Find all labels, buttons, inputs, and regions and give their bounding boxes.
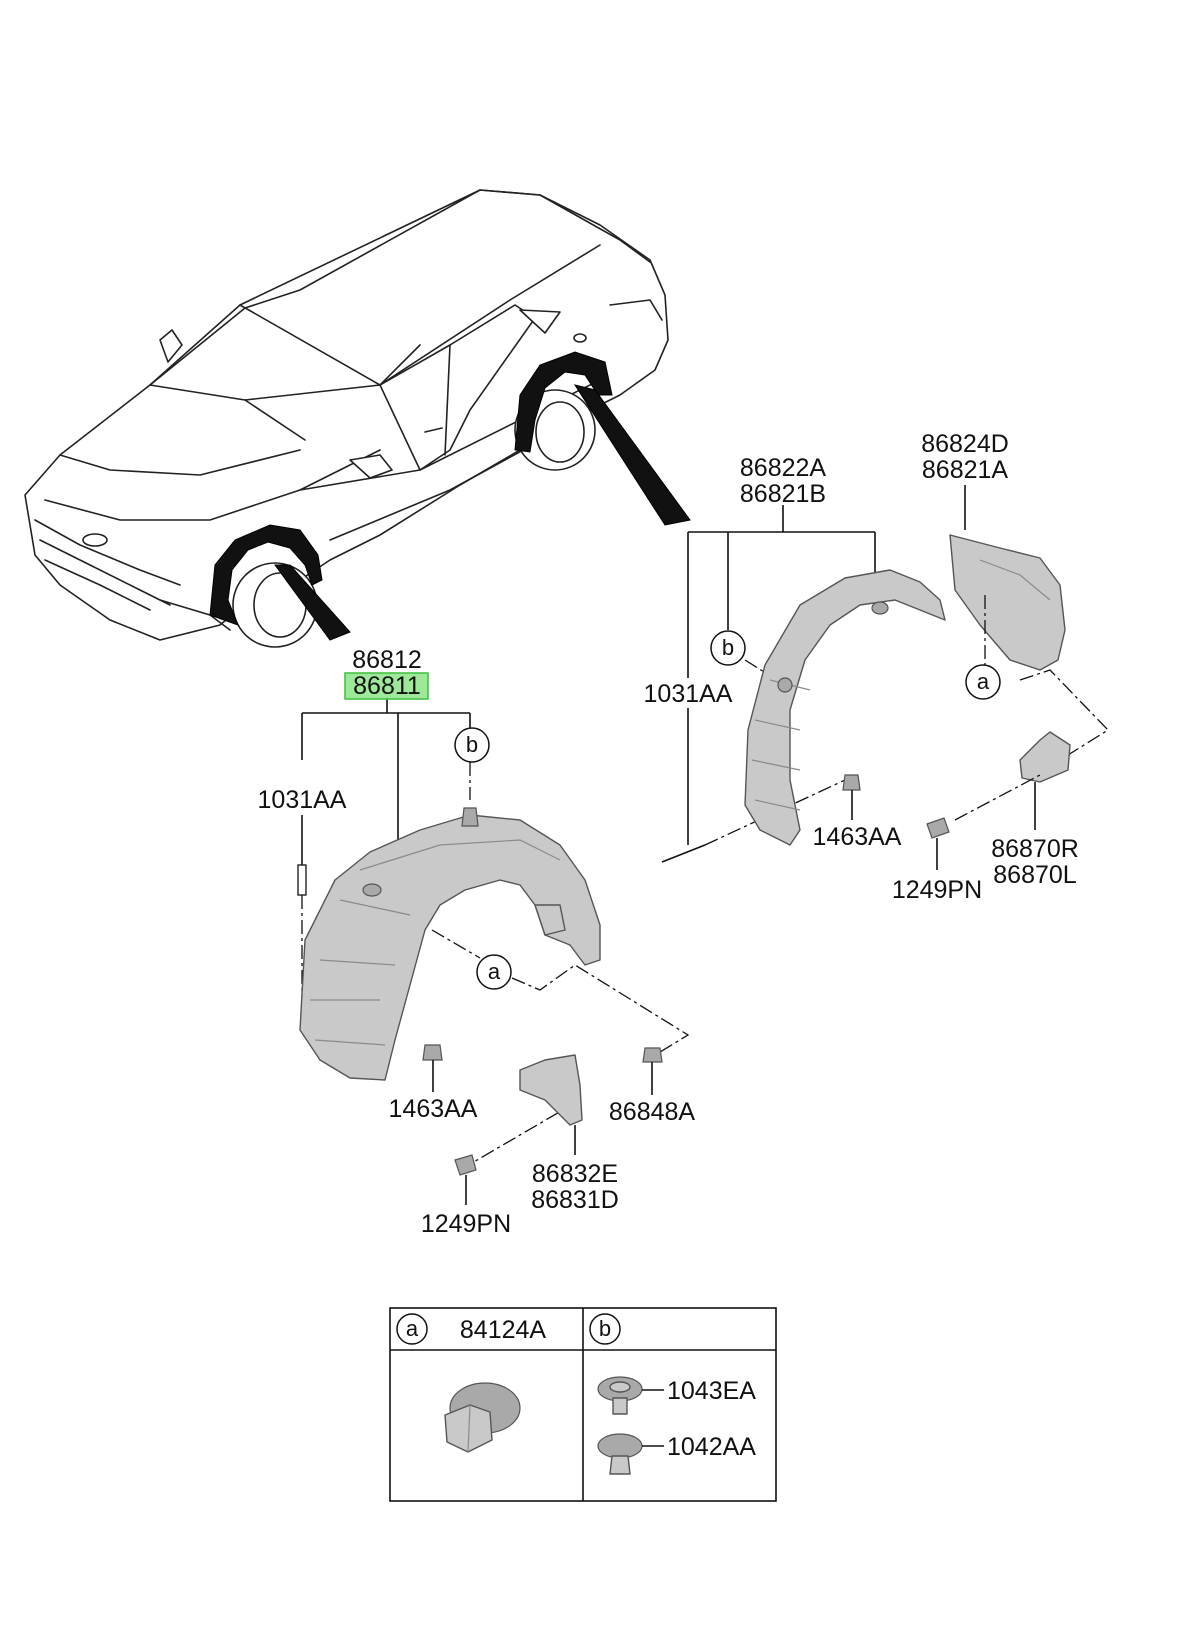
callout-b-rear: b <box>722 635 734 660</box>
label-front-selected[interactable]: 86811 <box>353 672 421 700</box>
car-illustration <box>24 189 691 648</box>
legend-a-part[interactable]: 84124A <box>460 1316 547 1344</box>
legend-b-key: b <box>599 1316 611 1341</box>
label-rear-cover-2[interactable]: 86821A <box>922 456 1009 484</box>
label-front-nut[interactable]: 86848A <box>609 1098 696 1126</box>
rear-pin-icon <box>661 844 706 863</box>
legend-a-key: a <box>406 1316 419 1341</box>
front-pin-icon <box>297 864 307 896</box>
callout-a-rear: a <box>977 669 990 694</box>
legend-b-part-2[interactable]: 1042AA <box>667 1433 756 1461</box>
part-labels: 86812 86811 1031AA 1463AA 86848A 86832E … <box>258 430 1079 1238</box>
callout-a-front: a <box>488 959 501 984</box>
callout-circles: b a b a <box>454 630 1001 990</box>
rear-mud-flap-part <box>1019 731 1071 783</box>
clip-1042AA-icon <box>597 1433 664 1475</box>
legend-b-part-1[interactable]: 1043EA <box>667 1377 756 1405</box>
rear-clip-icon <box>842 774 861 791</box>
label-rear-1[interactable]: 86822A <box>740 454 827 482</box>
rear-wheel-guard-part <box>744 569 946 846</box>
callout-b-front: b <box>466 732 478 757</box>
front-wheel-liner-silhouette <box>209 524 323 626</box>
fastener-legend-table: a 84124A b 1043EA 1042AA <box>389 1307 777 1502</box>
label-front-screw[interactable]: 1249PN <box>421 1210 511 1238</box>
rear-liner-assembly <box>661 485 1110 870</box>
label-front-flap-1[interactable]: 86832E <box>532 1160 618 1188</box>
front-clip-icon <box>422 1044 443 1061</box>
label-rear-flap-2[interactable]: 86870L <box>993 861 1077 889</box>
label-front-pin[interactable]: 1031AA <box>258 786 347 814</box>
label-rear-2[interactable]: 86821B <box>740 480 826 508</box>
nut-84124A-icon <box>444 1382 521 1453</box>
label-rear-cover-1[interactable]: 86824D <box>921 430 1009 458</box>
label-front-upper: 86812 <box>352 646 422 674</box>
clip-1043EA-icon <box>597 1376 664 1415</box>
front-wheel-guard-part <box>299 814 601 1081</box>
rear-cover-part <box>949 534 1066 671</box>
label-rear-screw[interactable]: 1249PN <box>892 876 982 904</box>
label-front-clip[interactable]: 1463AA <box>389 1095 478 1123</box>
selected-part-highlight <box>344 672 429 700</box>
label-front-flap-2[interactable]: 86831D <box>531 1186 619 1214</box>
front-mud-flap-part <box>519 1054 583 1126</box>
rear-screw-icon <box>926 817 950 839</box>
front-screw-icon <box>454 1154 477 1176</box>
front-liner-assembly <box>297 698 690 1205</box>
front-nut-icon <box>642 1047 663 1063</box>
label-rear-pin[interactable]: 1031AA <box>644 680 733 708</box>
label-rear-flap-1[interactable]: 86870R <box>991 835 1079 863</box>
label-rear-clip[interactable]: 1463AA <box>813 823 902 851</box>
